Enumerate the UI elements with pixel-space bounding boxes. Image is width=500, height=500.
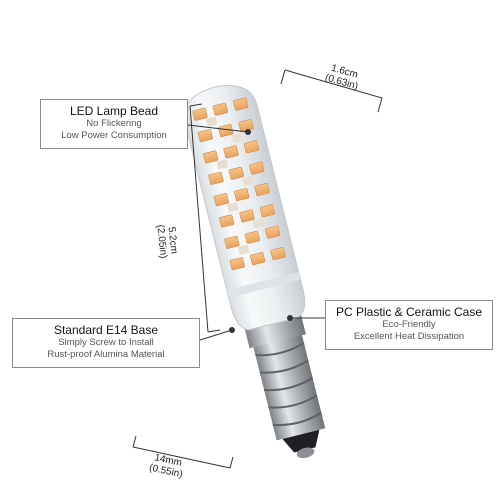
case-material-callout: PC Plastic & Ceramic Case Eco-Friendly E… xyxy=(325,300,493,350)
case-callout-title: PC Plastic & Ceramic Case xyxy=(335,305,483,319)
led-lamp-bead-callout: LED Lamp Bead No Flickering Low Power Co… xyxy=(40,99,188,149)
led-callout-line-1: No Flickering xyxy=(86,118,142,129)
callout-connectors xyxy=(187,124,325,341)
length-dimension-label: 5.2cm (2.05in) xyxy=(154,223,179,259)
lamp-body xyxy=(183,85,306,331)
base-callout-line-1: Simply Screw to Install xyxy=(58,337,154,348)
e14-base-callout: Standard E14 Base Simply Screw to Instal… xyxy=(12,318,200,368)
base-callout-title: Standard E14 Base xyxy=(53,323,159,337)
e14-screw-base xyxy=(243,308,326,459)
dimension-lines xyxy=(132,69,383,469)
case-callout-line-2: Excellent Heat Dissipation xyxy=(353,330,465,342)
led-callout-line-2: Low Power Consumption xyxy=(61,129,167,141)
led-chip-grid xyxy=(192,97,286,271)
base-callout-line-2: Rust-proof Alumina Material xyxy=(47,348,165,360)
case-callout-line-1: Eco-Friendly xyxy=(382,319,436,330)
led-callout-title: LED Lamp Bead xyxy=(69,104,159,118)
